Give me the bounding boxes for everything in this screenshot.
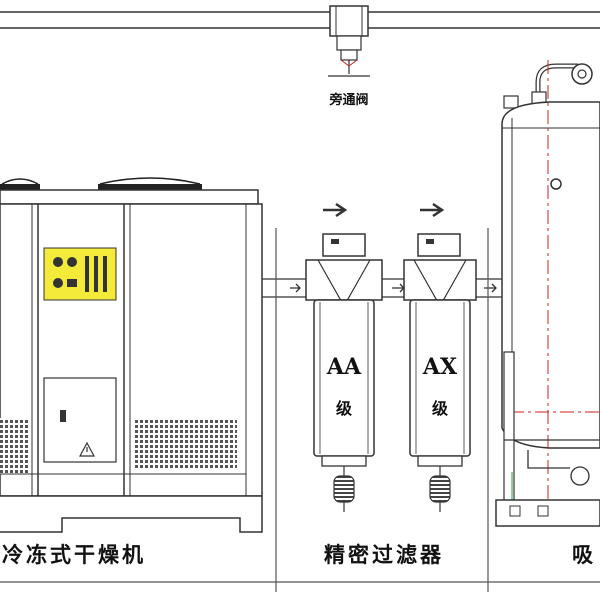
filter-aa-grade-letters: AA (326, 354, 362, 380)
filter-ax-grade-word: 级 (432, 399, 449, 418)
precision-filter-label: 精密过滤器 (324, 542, 444, 567)
adsorption-dryer-label: 吸 (572, 542, 596, 567)
filter-aa-grade-word: 级 (336, 399, 353, 418)
filter-aa: AA 级 (305, 202, 383, 512)
vent-grid-right (135, 418, 237, 470)
electrical-box (43, 377, 117, 463)
fan-left (0, 178, 40, 190)
section-dividers (0, 228, 600, 592)
pipe-dryer-to-filter (262, 278, 306, 298)
vent-grid-left (0, 418, 28, 474)
bypass-pipe (0, 11, 600, 29)
refrigerated-dryer (0, 177, 263, 533)
refrigerated-dryer-label: 冷冻式干燥机 (2, 542, 146, 567)
bypass-valve-label: 旁通阀 (328, 92, 368, 108)
fan-right (98, 177, 202, 190)
pipe-filter-to-tank (476, 278, 502, 298)
adsorption-tank (495, 60, 600, 527)
filter-ax: AX 级 (403, 202, 477, 512)
control-panel (43, 247, 117, 301)
filter-ax-grade-letters: AX (422, 354, 458, 380)
bypass-valve (328, 5, 370, 77)
